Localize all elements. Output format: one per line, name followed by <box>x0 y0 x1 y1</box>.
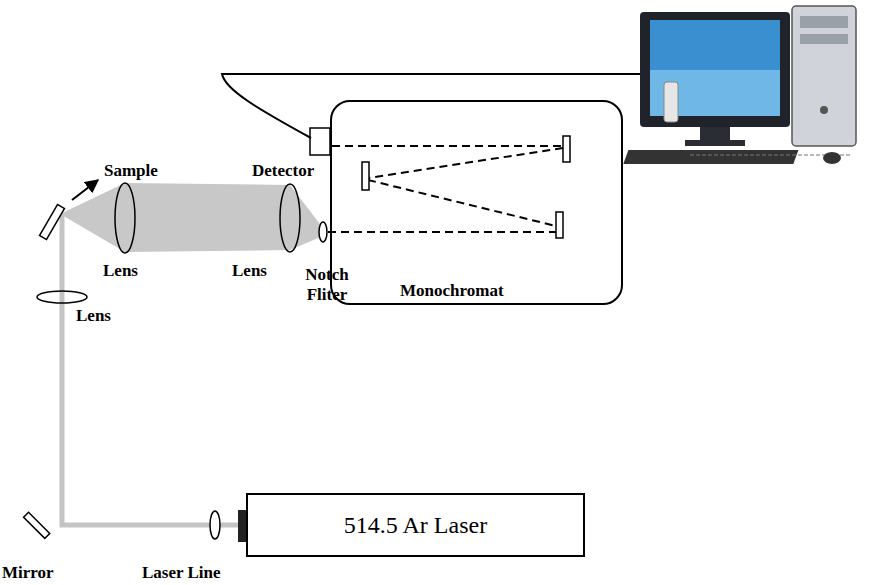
laser-beam <box>62 214 240 525</box>
lens <box>37 291 87 303</box>
computer <box>623 6 856 164</box>
part-label: Laser Line <box>142 563 221 583</box>
detector <box>310 128 330 155</box>
scattered-beam <box>60 183 323 252</box>
mirror <box>24 512 50 538</box>
part-label: Lens <box>232 261 267 281</box>
laser-box: 514.5 Ar Laser <box>246 493 585 557</box>
node-label: 514.5 Ar Laser <box>344 511 487 540</box>
part-label: Lens <box>76 306 111 326</box>
laser-line-filter <box>210 511 220 539</box>
monochromator-mirrors <box>362 136 570 238</box>
lens <box>280 184 300 252</box>
cable <box>222 74 665 138</box>
monochromator-box: Monochromat <box>330 100 623 305</box>
part-label: Mirror <box>2 563 54 583</box>
part-label: Notch Fliter <box>294 265 360 305</box>
node-label: Monochromat <box>400 281 504 301</box>
part-label: Sample <box>104 161 158 181</box>
part-label: Detector <box>252 161 314 181</box>
sample-arrow <box>72 180 98 200</box>
monochromator-optics <box>328 146 563 232</box>
part-label: Lens <box>103 261 138 281</box>
notch-filter <box>319 222 327 242</box>
sample <box>40 204 65 239</box>
lens <box>115 183 135 253</box>
